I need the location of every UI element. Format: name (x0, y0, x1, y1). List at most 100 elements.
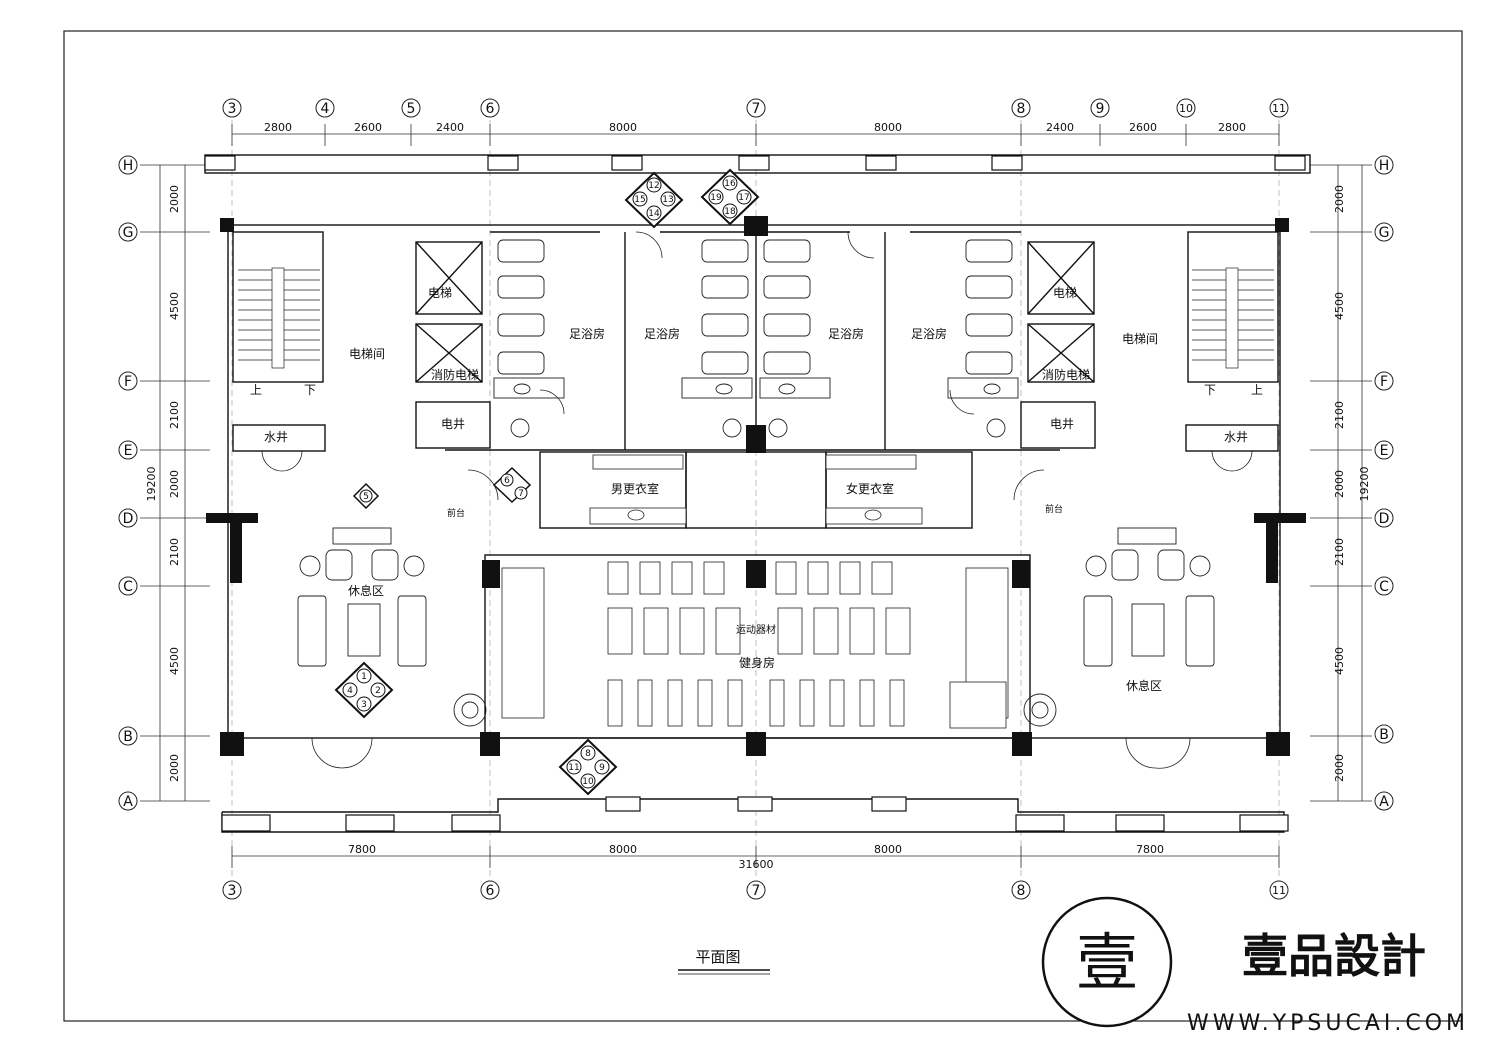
axis-left-d: D (123, 511, 134, 527)
axis-right-b: B (1379, 727, 1389, 743)
axis-bottom-3: 3 (228, 883, 237, 899)
label-reception-right: 前台 (1045, 503, 1063, 515)
axis-right-e: E (1380, 443, 1389, 459)
dim-top-6: 2400 (1046, 121, 1074, 134)
label-foot-bath-2: 足浴房 (644, 326, 680, 341)
dim-top-7: 2600 (1129, 121, 1157, 134)
axis-top-10: 10 (1179, 102, 1193, 115)
dim-right-4: 2000 (1333, 470, 1346, 498)
view-marker-16-19: 16 19 17 18 (700, 168, 760, 226)
label-elevator-left: 电梯 (428, 286, 452, 300)
marker-num-14: 14 (648, 209, 660, 219)
label-stair-down-left: 下 (304, 383, 316, 397)
axis-right-h: H (1379, 158, 1390, 174)
dim-right-3: 2100 (1333, 401, 1346, 429)
drawing-frame (63, 30, 1463, 1022)
marker-num-2: 2 (375, 686, 381, 696)
label-womens-locker: 女更衣室 (846, 481, 894, 496)
axis-left-h: H (123, 158, 134, 174)
axis-left-c: C (123, 579, 133, 595)
label-water-shaft-left: 水井 (264, 430, 288, 444)
gym-equipment (501, 561, 1009, 729)
marker-num-12: 12 (648, 181, 659, 191)
right-axis-labels: H G F E D C B A (1379, 158, 1390, 810)
axis-right-d: D (1379, 511, 1390, 527)
left-dimensions: 2000 4500 2100 2000 2100 4500 2000 19200 (145, 185, 181, 782)
rest-area-furniture (297, 527, 1215, 667)
dim-total-width: 31600 (739, 858, 774, 871)
bottom-dimension-line (231, 846, 1280, 868)
dim-top-5: 8000 (874, 121, 902, 134)
view-marker-8-11: 8 11 9 10 (558, 738, 618, 796)
top-axis-bubbles (222, 98, 1289, 118)
axis-top-3: 3 (228, 101, 237, 117)
label-fire-elevator-right: 消防电梯 (1042, 367, 1090, 382)
axis-top-11: 11 (1272, 102, 1286, 115)
marker-num-3: 3 (361, 700, 367, 710)
label-rest-area-right: 休息区 (1126, 678, 1162, 693)
label-water-shaft-right: 水井 (1224, 430, 1248, 444)
marker-num-9: 9 (599, 763, 605, 773)
label-elevator-hall-right: 电梯间 (1122, 332, 1158, 346)
dim-bottom-1: 7800 (348, 843, 376, 856)
dim-right-6: 4500 (1333, 647, 1346, 675)
marker-num-6: 6 (504, 476, 510, 486)
axis-left-b: B (123, 729, 133, 745)
view-marker-5: 5 (352, 482, 380, 510)
dim-left-3: 2100 (168, 401, 181, 429)
label-stair-up-right: 上 (1251, 383, 1263, 397)
marker-num-18: 18 (724, 207, 736, 217)
axis-right-f: F (1380, 374, 1388, 390)
axis-top-8: 8 (1017, 101, 1026, 117)
label-stair-down-right: 下 (1204, 383, 1216, 397)
marker-num-13: 13 (662, 195, 673, 205)
dim-top-2: 2600 (354, 121, 382, 134)
dim-left-6: 4500 (168, 647, 181, 675)
axis-right-a: A (1379, 794, 1389, 810)
label-foot-bath-4: 足浴房 (911, 326, 947, 341)
view-marker-1-4: 1 4 2 3 (334, 661, 394, 719)
axis-top-5: 5 (407, 101, 416, 117)
axis-top-4: 4 (321, 101, 330, 117)
watermark-url: WWW.YPSUCAI.COM (1187, 1011, 1469, 1036)
axis-bottom-11: 11 (1272, 884, 1286, 897)
dim-bottom-4: 7800 (1136, 843, 1164, 856)
label-gym: 健身房 (739, 655, 775, 670)
door-swings (261, 231, 1253, 769)
dim-bottom-3: 8000 (874, 843, 902, 856)
dim-left-4: 2000 (168, 470, 181, 498)
marker-num-5: 5 (363, 492, 369, 502)
dim-right-5: 2100 (1333, 538, 1346, 566)
marker-num-15: 15 (634, 195, 645, 205)
bottom-axis-labels: 3 6 7 8 11 (228, 883, 1286, 899)
row-axis-lines (140, 164, 1372, 802)
foot-bath-chairs (497, 239, 1013, 375)
dim-right-2: 4500 (1333, 292, 1346, 320)
marker-num-10: 10 (582, 777, 594, 787)
dim-top-1: 2800 (264, 121, 292, 134)
label-mens-locker: 男更衣室 (611, 481, 659, 496)
dim-left-7: 2000 (168, 754, 181, 782)
top-dimensions: 2800 2600 2400 8000 8000 2400 2600 2800 (264, 121, 1246, 134)
label-foot-bath-1: 足浴房 (569, 326, 605, 341)
dim-top-8: 2800 (1218, 121, 1246, 134)
top-dimension-line (231, 124, 1280, 146)
view-marker-12-15: 12 15 13 14 (624, 171, 684, 229)
locker-benches (589, 454, 923, 525)
label-equipment: 运动器材 (736, 623, 776, 636)
label-reception-left: 前台 (447, 507, 465, 519)
dim-left-1: 2000 (168, 185, 181, 213)
dim-bottom-2: 8000 (609, 843, 637, 856)
marker-num-4: 4 (347, 686, 353, 696)
axis-bottom-7: 7 (752, 883, 761, 899)
label-electric-shaft-left: 电井 (441, 417, 465, 431)
axis-left-f: F (124, 374, 132, 390)
dim-right-7: 2000 (1333, 754, 1346, 782)
axis-left-g: G (123, 225, 134, 241)
room-labels: 电梯间 电梯间 电梯 电梯 消防电梯 消防电梯 电井 电井 水井 水井 足浴房 … (250, 286, 1263, 693)
plants (453, 418, 1057, 727)
axis-right-c: C (1379, 579, 1389, 595)
axis-top-7: 7 (752, 101, 761, 117)
axis-top-6: 6 (486, 101, 495, 117)
